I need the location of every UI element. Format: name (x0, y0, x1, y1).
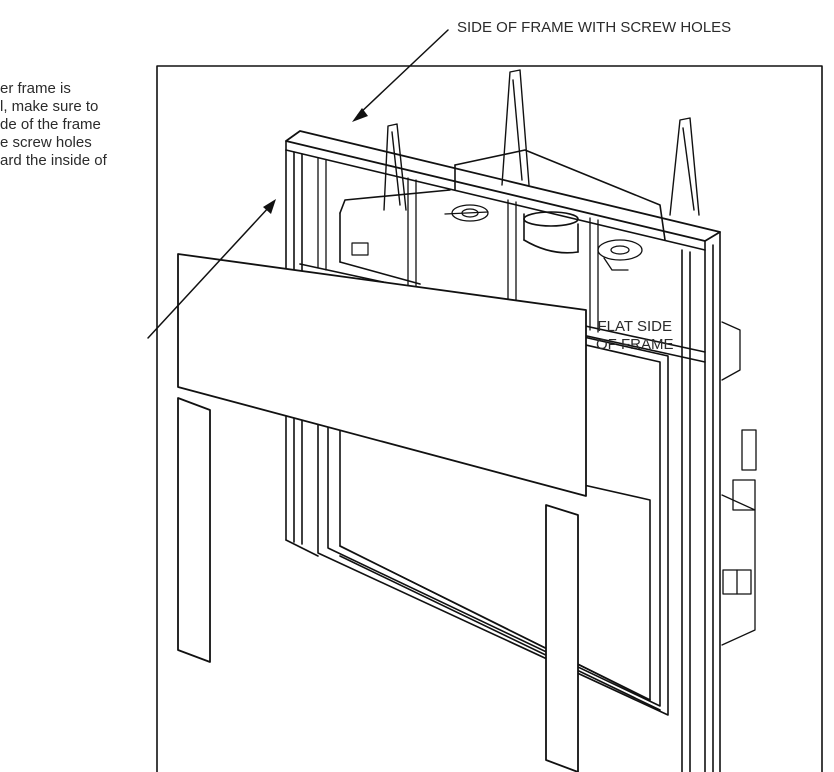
arrowhead-screw-side-icon (352, 108, 368, 122)
leader-arrows (147, 29, 449, 339)
flat-side-line: OF FRAME (596, 336, 674, 353)
label-flat-side: FLAT SIDE OF FRAME (596, 318, 674, 354)
frame-vertical-studs (317, 157, 599, 333)
flat-side-line: FLAT SIDE (597, 318, 672, 335)
drywall-panels (177, 253, 587, 772)
note-line: ard the inside of (0, 152, 107, 169)
note-line: er frame is (0, 80, 71, 97)
installation-note: er frame is l, make sure to de of the fr… (0, 80, 107, 170)
note-line: e screw holes (0, 134, 92, 151)
arrow-screw-side (357, 29, 449, 116)
drywall-left-strip (177, 397, 211, 663)
note-line: l, make sure to (0, 98, 99, 115)
note-line: de of the frame (0, 116, 101, 133)
side-hardware (721, 321, 757, 646)
blower-fans (444, 204, 643, 271)
top-standoff-brackets (383, 69, 700, 216)
wall-enclosure (156, 65, 823, 772)
arrowhead-flat-side-icon (263, 199, 276, 214)
frame-right-post (681, 231, 721, 772)
label-screw-hole-side: SIDE OF FRAME WITH SCREW HOLES (457, 19, 732, 36)
drywall-right-strip (545, 504, 579, 772)
drywall-top-panel (177, 253, 587, 497)
arrow-flat-side (147, 205, 271, 339)
